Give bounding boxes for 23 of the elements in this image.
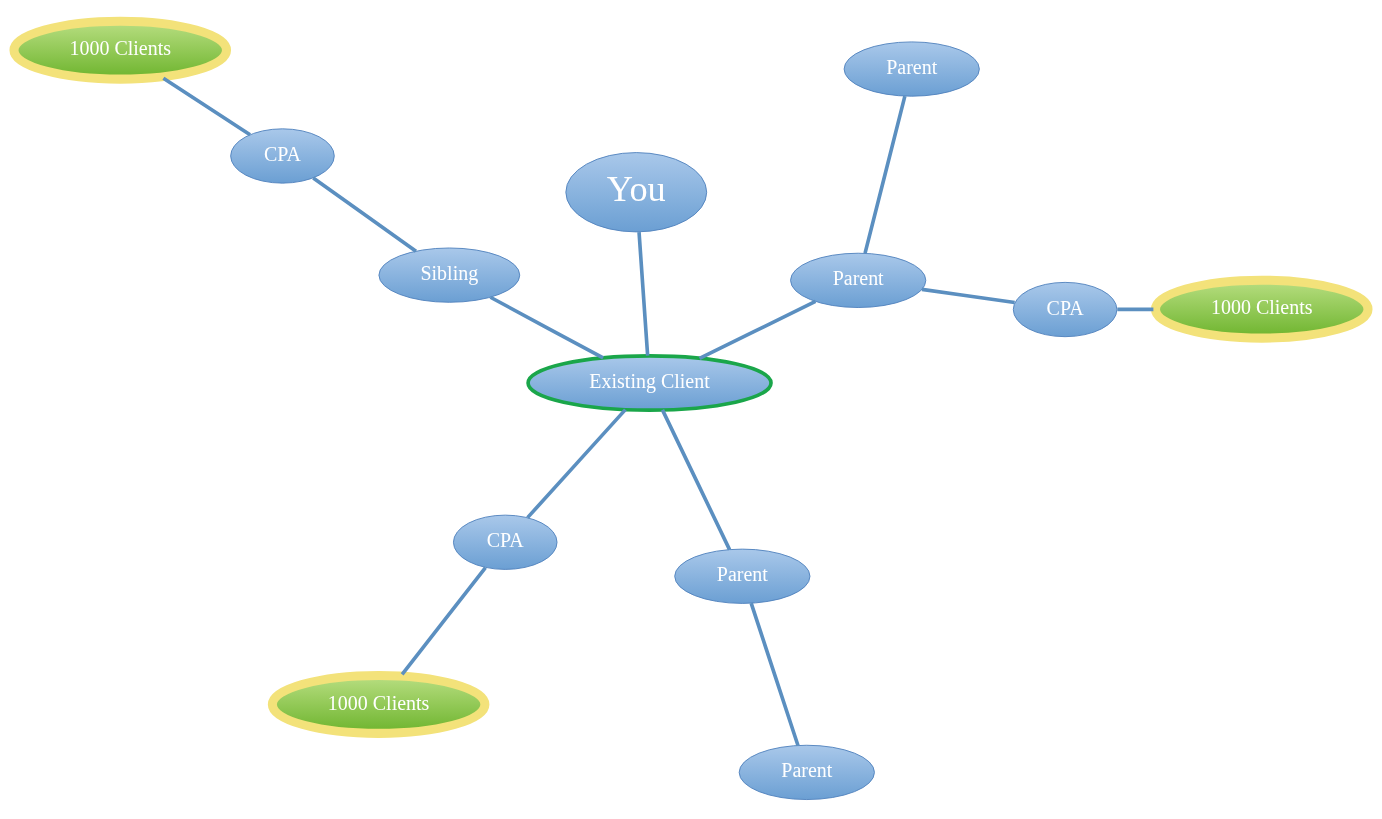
node-ellipse: CPA <box>453 514 558 570</box>
connector <box>1117 307 1154 312</box>
connector <box>162 76 252 137</box>
connector <box>921 287 1015 305</box>
node-ellipse: You <box>565 152 708 233</box>
connector <box>749 602 800 747</box>
connector <box>400 566 487 676</box>
connector <box>489 295 604 360</box>
node-ellipse: Existing Client <box>526 354 773 412</box>
connector <box>698 299 817 360</box>
node-ellipse: 1000 Clients <box>1150 275 1373 343</box>
node-ellipse: Parent <box>674 548 811 604</box>
connector <box>526 408 627 519</box>
node-ellipse: CPA <box>230 128 335 184</box>
node-ellipse: Sibling <box>378 247 521 303</box>
node-ellipse: CPA <box>1012 281 1118 338</box>
node-ellipse: Parent <box>843 41 980 97</box>
connector <box>863 95 907 254</box>
node-ellipse: Parent <box>738 744 875 800</box>
connector <box>312 176 418 253</box>
connector <box>660 409 732 551</box>
node-ellipse: Parent <box>790 252 927 308</box>
connector <box>637 232 650 356</box>
